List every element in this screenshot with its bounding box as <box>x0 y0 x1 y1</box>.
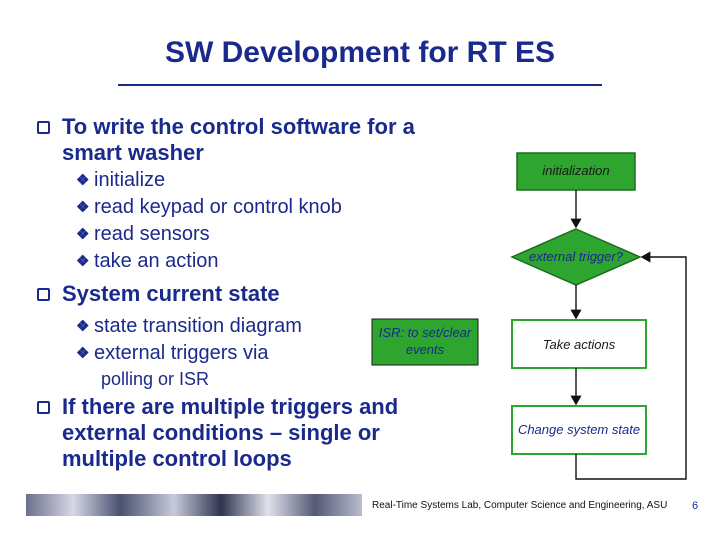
slide-title: SW Development for RT ES <box>164 36 556 69</box>
take-actions-label: Take actions <box>542 337 616 352</box>
take-actions-box <box>511 319 647 369</box>
sub-bullet-sensors: read sensors <box>94 223 210 245</box>
bullet-2-line-1: System current state <box>62 281 280 306</box>
bullet-3-line-2: external conditions – single or <box>62 420 380 445</box>
sub-bullet-external-triggers: external triggers via <box>94 342 269 364</box>
initialization-box <box>516 152 636 191</box>
isr-label-line-1: ISR: to set/clear <box>378 325 472 340</box>
title-underline <box>118 84 602 86</box>
sub-bullet-continuation: polling or ISR <box>101 369 210 389</box>
diamond-bullet-icon: ❖ <box>76 318 90 335</box>
checkbox-bullet-icon <box>37 288 50 301</box>
diamond-bullet-icon: ❖ <box>76 253 90 270</box>
bullet-1-line-1: To write the control software for a <box>62 114 415 139</box>
diamond-bullet-icon: ❖ <box>76 345 90 362</box>
sub-bullet-initialize: initialize <box>94 169 166 191</box>
bullet-3-line-1: If there are multiple triggers and <box>62 394 399 419</box>
checkbox-bullet-icon <box>37 401 50 414</box>
sub-bullet-keypad: read keypad or control knob <box>94 196 342 218</box>
diamond-bullet-icon: ❖ <box>76 199 90 216</box>
isr-box-label: ISR: to set/clear events <box>372 324 478 358</box>
isr-label-line-2: events <box>405 342 445 357</box>
footer-image-strip <box>26 494 362 516</box>
initialization-label: initialization <box>542 163 610 178</box>
checkbox-bullet-icon <box>37 121 50 134</box>
isr-box <box>371 318 479 366</box>
sub-bullet-action: take an action <box>94 250 219 272</box>
change-state-label: Change system state <box>517 422 641 437</box>
sub-bullet-state-diagram: state transition diagram <box>94 315 302 337</box>
diamond-bullet-icon: ❖ <box>76 226 90 243</box>
page-number: 6 <box>692 500 699 512</box>
trigger-label: external trigger? <box>529 249 623 264</box>
diamond-bullet-icon: ❖ <box>76 172 90 189</box>
loop-back-arrow <box>575 251 687 480</box>
change-state-box <box>511 405 647 455</box>
footer-text: Real-Time Systems Lab, Computer Science … <box>372 500 668 511</box>
bullet-1-line-2: smart washer <box>62 140 204 165</box>
bullet-3-line-3: multiple control loops <box>62 446 292 471</box>
